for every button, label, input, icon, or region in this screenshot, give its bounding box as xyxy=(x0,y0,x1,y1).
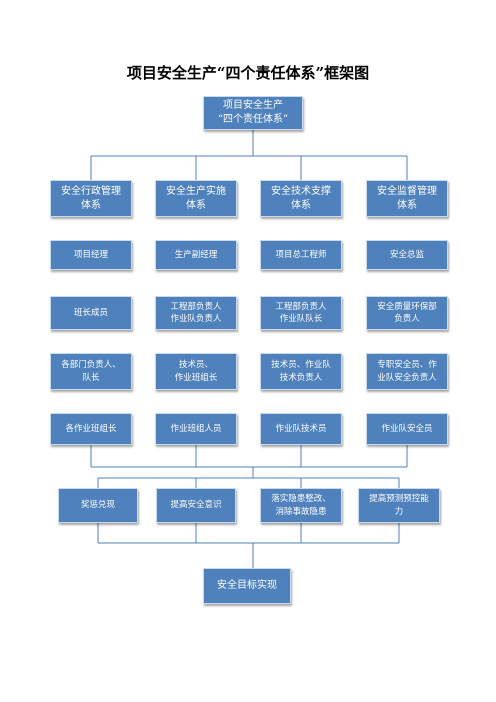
column-header-implementation: 安全生产实施 体系 xyxy=(155,180,237,217)
column-item: 项目经理 xyxy=(50,240,132,270)
column-item: 项目总工程师 xyxy=(260,240,342,270)
diagram-title: 项目安全生产“四个责任体系”框架图 xyxy=(126,64,370,82)
final-goal-box: 安全目标实现 xyxy=(203,568,291,604)
column-header-supervision: 安全监督管理 体系 xyxy=(366,180,448,217)
column-header-administrative: 安全行政管理 体系 xyxy=(50,180,132,217)
column-item: 技术员、作业队 技术负责人 xyxy=(260,353,342,390)
column-item: 安全总监 xyxy=(366,240,448,270)
outcome-box: 落实隐患整改、 消除事故隐患 xyxy=(260,488,342,523)
column-item: 工程部负责人 作业队负责人 xyxy=(155,296,237,330)
column-header-technical: 安全技术支撑 体系 xyxy=(260,180,342,217)
column-item: 生产副经理 xyxy=(155,240,237,270)
column-item: 作业队安全员 xyxy=(366,413,448,445)
outcome-box: 提高预测预控能 力 xyxy=(358,488,440,523)
outcome-box: 提高安全意识 xyxy=(156,488,236,523)
column-item: 班长成员 xyxy=(50,296,132,330)
column-item: 专职安全员、作 业队安全负责人 xyxy=(366,353,448,390)
top-system-box: 项目安全生产 “四个责任体系” xyxy=(203,96,303,130)
column-item: 各作业班组长 xyxy=(50,413,132,445)
column-item: 安全质量环保部 负责人 xyxy=(366,296,448,330)
column-item: 技术员、 作业班组长 xyxy=(155,353,237,390)
column-item: 工程部负责人 作业队队长 xyxy=(260,296,342,330)
column-item: 作业班组人员 xyxy=(155,413,237,445)
column-item: 各部门负责人、 队长 xyxy=(50,353,132,390)
column-item: 作业队技术员 xyxy=(260,413,342,445)
outcome-box: 奖惩兑现 xyxy=(58,488,138,523)
